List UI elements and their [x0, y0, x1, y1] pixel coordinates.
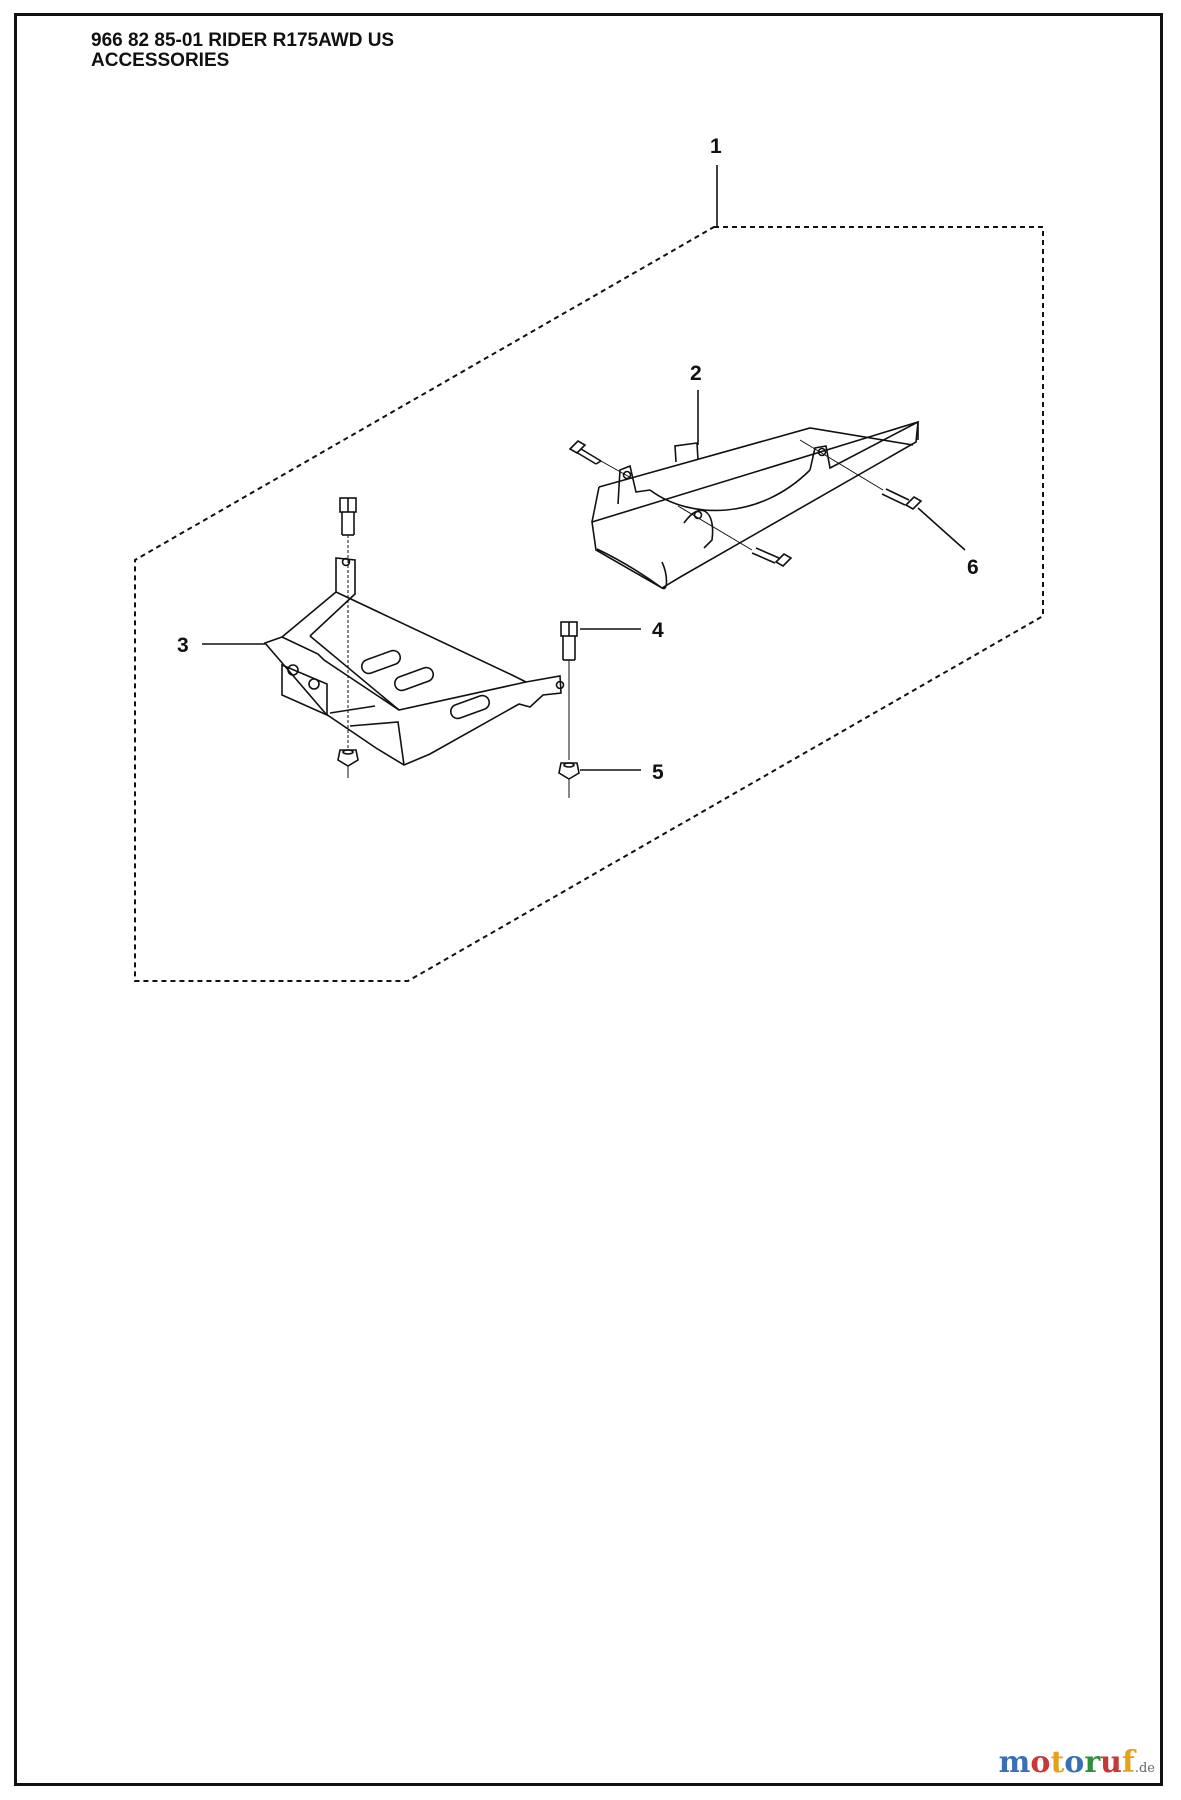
watermark-letter: f — [1121, 1745, 1135, 1780]
watermark-letters: motoruf — [999, 1745, 1135, 1780]
lower-bolt-right — [560, 621, 578, 661]
callout-5: 5 — [652, 761, 664, 784]
callout-4: 4 — [652, 619, 664, 642]
callout-1: 1 — [710, 135, 722, 158]
watermark-letter: r — [1084, 1745, 1101, 1780]
watermark-letter: u — [1100, 1745, 1122, 1780]
callout-6: 6 — [967, 556, 979, 579]
callout-3: 3 — [177, 634, 189, 657]
title-model-line: 966 82 85-01 RIDER R175AWD US — [91, 30, 395, 51]
title-section-line: ACCESSORIES — [91, 50, 230, 71]
watermark-letter: t — [1050, 1745, 1065, 1780]
lower-bracket — [263, 557, 565, 766]
diagram-title: 966 82 85-01 RIDER R175AWD US ACCESSORIE… — [91, 31, 394, 71]
lower-bolt-left — [339, 497, 357, 536]
watermark-letter: o — [1030, 1745, 1051, 1780]
leader-6 — [917, 507, 966, 551]
watermark-logo: motoruf.de — [999, 1745, 1155, 1780]
lower-nut-right — [558, 762, 580, 780]
upper-bolt-left — [568, 440, 602, 465]
upper-bolt-front — [751, 547, 793, 567]
watermark-letter: o — [1064, 1745, 1085, 1780]
watermark-suffix: .de — [1134, 1761, 1155, 1776]
lower-nut-left — [337, 749, 359, 767]
upper-bracket — [591, 420, 919, 590]
callout-2: 2 — [690, 362, 702, 385]
diagram-frame — [14, 13, 1163, 1786]
upper-bolt-right — [881, 488, 923, 510]
kit-outline — [134, 226, 1044, 982]
watermark-letter: m — [998, 1745, 1031, 1780]
